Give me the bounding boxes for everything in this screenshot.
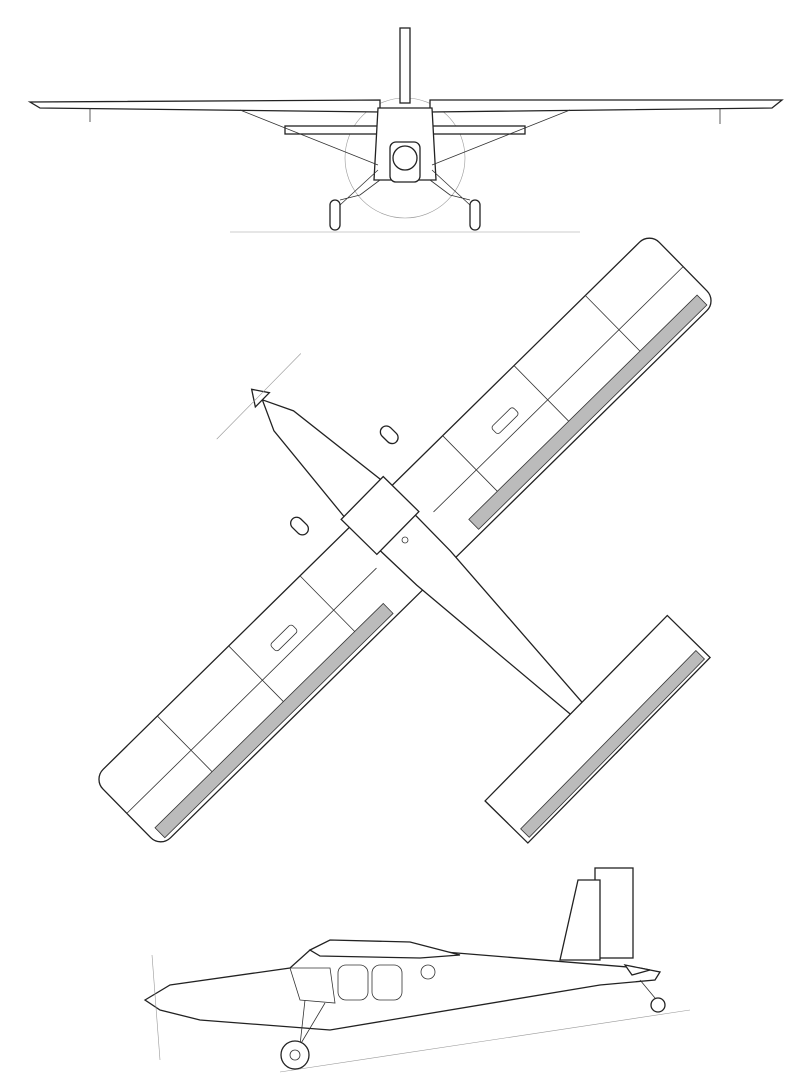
fuselage-side xyxy=(143,949,662,1031)
wing-fuel-cap-left xyxy=(270,624,298,652)
fuselage-center-mark xyxy=(401,536,409,544)
vertical-fin xyxy=(559,879,601,961)
main-wheel-hub xyxy=(289,1049,301,1061)
main-gear-leg xyxy=(299,999,326,1046)
right-main-wheel xyxy=(469,199,481,231)
spinner-top xyxy=(250,388,271,409)
tail-wheel xyxy=(650,997,666,1013)
right-wing xyxy=(429,99,784,113)
wing-side xyxy=(308,939,461,959)
spinner xyxy=(392,145,418,171)
side-view xyxy=(143,867,691,1073)
ground-line-side xyxy=(279,1009,691,1073)
windshield xyxy=(289,967,336,1004)
cabin-window-2 xyxy=(371,964,403,1001)
left-flap-hatch xyxy=(154,602,394,839)
rear-round-window xyxy=(420,964,436,980)
wing-fuel-cap-right xyxy=(491,407,519,434)
elevator-hatch xyxy=(520,650,706,838)
cabin-window-1 xyxy=(337,964,369,1001)
propeller-line xyxy=(216,353,302,440)
front-view xyxy=(27,27,784,233)
left-wheel-top xyxy=(379,425,399,445)
right-flap-hatch xyxy=(468,294,708,530)
right-flap xyxy=(429,125,526,135)
rudder xyxy=(594,867,634,959)
cockpit-top xyxy=(340,475,420,556)
vertical-tail xyxy=(399,27,411,104)
right-wheel-top xyxy=(290,516,310,536)
tail-gear-leg xyxy=(639,979,656,999)
struts xyxy=(239,109,571,206)
top-view xyxy=(98,237,712,844)
main-wheel-side xyxy=(280,1040,310,1070)
propeller-side xyxy=(151,954,161,1061)
tail-cone xyxy=(623,964,651,976)
left-flap xyxy=(284,125,381,135)
left-wing xyxy=(27,99,381,113)
wing-panel-lines xyxy=(126,266,684,814)
horizontal-tail xyxy=(484,614,712,844)
left-main-wheel xyxy=(329,199,341,231)
